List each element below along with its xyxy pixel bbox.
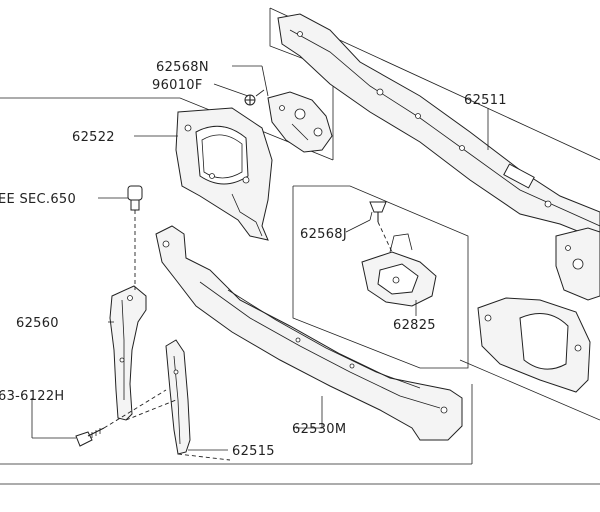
part-62515-vertical-support	[165, 339, 191, 455]
part-96010F-clip	[244, 89, 265, 106]
part-grommet	[127, 185, 143, 211]
part-labels: 62568N 96010F 62511 62522 EE SEC.650 625…	[0, 60, 507, 459]
label-62568J: 62568J	[300, 227, 347, 242]
label-62511: 62511	[464, 93, 507, 108]
part-62568J-clip	[369, 201, 387, 222]
label-62825: 62825	[393, 318, 436, 333]
part-62522-hood-lock-bracket	[175, 107, 273, 241]
part-62560-side-member	[109, 285, 147, 421]
label-96010F: 96010F	[152, 78, 203, 93]
part-62511-upper-support	[277, 13, 600, 241]
leader-lines	[31, 65, 489, 461]
label-see-sec-650: EE SEC.650	[0, 192, 76, 207]
part-right-small-bracket	[555, 227, 600, 301]
part-62825-hood-lock	[361, 233, 437, 307]
label-62560: 62560	[16, 316, 59, 331]
label-62568N: 62568N	[156, 60, 209, 75]
part-right-hood-lock-bracket	[477, 297, 591, 393]
part-62568N-bracket	[267, 91, 333, 153]
frame-lines	[0, 7, 600, 485]
label-62530M: 62530M	[292, 422, 346, 437]
part-63-6122H-bolt	[75, 427, 105, 447]
label-63-6122H: 63-6122H	[0, 389, 65, 404]
label-62522: 62522	[72, 130, 115, 145]
part-62530M-lower-tie-bar	[155, 225, 463, 441]
label-62515: 62515	[232, 444, 275, 459]
